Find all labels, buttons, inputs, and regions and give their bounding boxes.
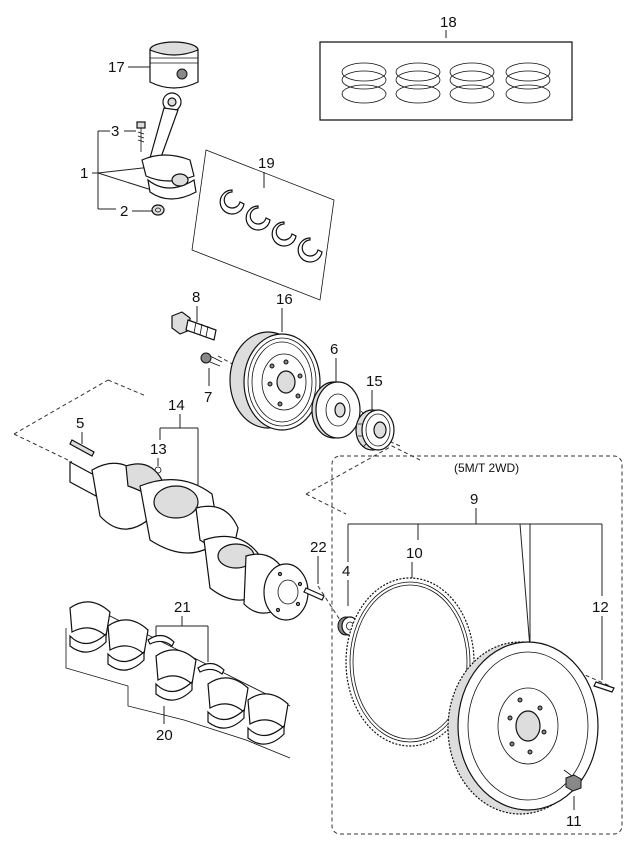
variant-note: (5M/T 2WD): [454, 461, 519, 475]
flywheel: [447, 641, 599, 815]
main-bearing-shell-2: [107, 619, 149, 671]
callout-13: 13: [150, 441, 167, 458]
main-bearing-shell-5: [247, 693, 289, 745]
callout-14: 14: [168, 397, 185, 414]
flywheel-bolt: [563, 769, 582, 792]
callout-8: 8: [192, 289, 200, 306]
dowel-pin: [303, 587, 325, 601]
main-bearing-set: [65, 601, 291, 759]
callout-18: 18: [440, 14, 457, 31]
callout-3: 3: [111, 123, 119, 140]
rod-bearing-shell-2: [245, 205, 271, 231]
callout-11: 11: [566, 813, 582, 830]
piston: [149, 41, 199, 89]
rod-nut: [151, 204, 165, 216]
ring-set-2: [395, 62, 441, 104]
callout-7: 7: [204, 389, 212, 406]
callout-1: 1: [80, 165, 88, 182]
callout-16: 16: [276, 291, 293, 308]
callout-6: 6: [330, 341, 338, 358]
callout-9: 9: [470, 491, 478, 508]
callout-22: 22: [310, 539, 327, 556]
crank-washer-plate: [311, 381, 361, 439]
thrust-washer-2: [197, 662, 225, 675]
main-bearing-shell-1: [69, 601, 111, 653]
rod-bearing-shell-3: [271, 221, 297, 247]
connecting-rod: [141, 92, 197, 200]
flywheel-pin: [593, 681, 615, 693]
main-bearing-shell-3: [155, 649, 197, 701]
thrust-washer-1: [147, 634, 175, 647]
callout-20: 20: [156, 727, 173, 744]
rod-bearing-set: [191, 149, 335, 301]
rod-bearing-shell-4: [297, 237, 323, 263]
crankshaft: [69, 460, 309, 621]
crank-sprocket: [355, 409, 395, 451]
main-bearing-shell-4: [207, 677, 249, 729]
callout-12: 12: [592, 599, 609, 616]
leader-lines: [81, 30, 603, 810]
rod-bolt: [136, 121, 146, 152]
woodruff-key: [69, 439, 95, 457]
ring-set-1: [341, 62, 387, 104]
small-bolt: [200, 352, 223, 367]
callout-2: 2: [120, 203, 128, 220]
ring-set-4: [505, 62, 551, 104]
callout-17: 17: [108, 59, 125, 76]
damper-pulley: [229, 331, 321, 431]
ring-set-3: [449, 62, 495, 104]
callout-4: 4: [342, 563, 350, 580]
piston-ring-set-box: [319, 41, 573, 121]
rod-bearing-shell-1: [219, 189, 245, 215]
pulley-bolt: [171, 311, 217, 341]
callout-15: 15: [366, 373, 383, 390]
callout-21: 21: [174, 599, 191, 616]
callout-5: 5: [76, 415, 84, 432]
callout-10: 10: [406, 545, 423, 562]
callout-19: 19: [258, 155, 275, 172]
